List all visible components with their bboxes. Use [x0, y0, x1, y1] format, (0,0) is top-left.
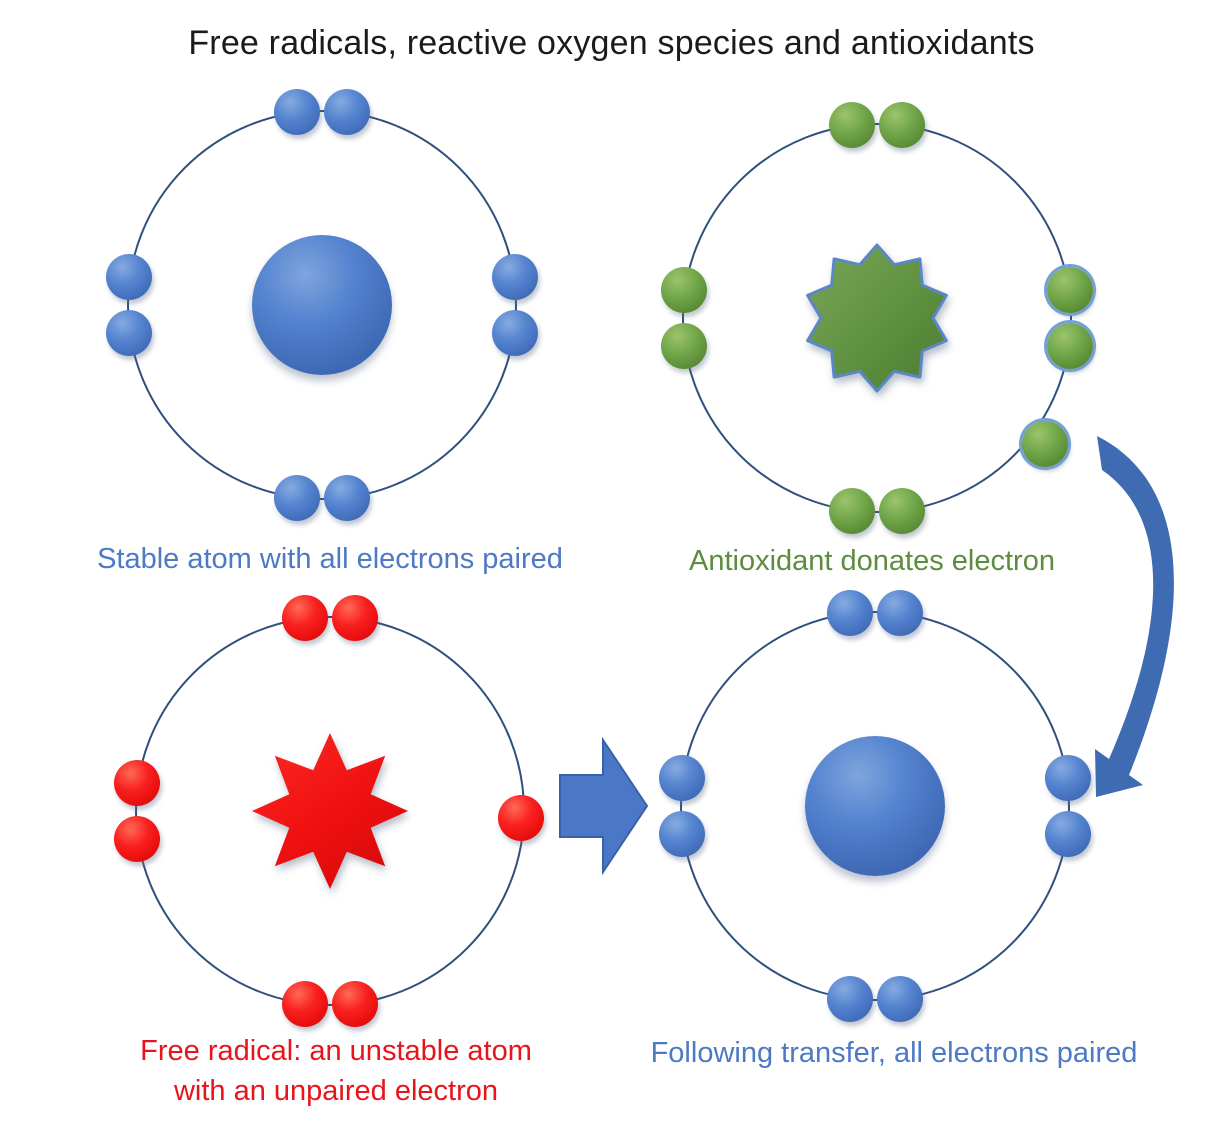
nucleus-circle — [252, 235, 392, 375]
electron — [274, 89, 320, 135]
electron — [492, 254, 538, 300]
electron — [324, 89, 370, 135]
electron — [282, 981, 328, 1027]
nucleus-star-8-point — [252, 733, 408, 889]
star-shape — [806, 243, 948, 393]
electron — [879, 488, 925, 534]
caption-after-transfer: Following transfer, all electrons paired — [650, 1037, 1138, 1069]
caption-antioxidant: Antioxidant donates electron — [689, 545, 1055, 577]
orbit-ring — [682, 123, 1072, 513]
caption-free-radical-line1: Free radical: an unstable atom — [140, 1035, 532, 1067]
electron — [1045, 755, 1091, 801]
electron — [106, 254, 152, 300]
electron — [114, 760, 160, 806]
electron — [332, 981, 378, 1027]
electron — [877, 976, 923, 1022]
electron — [282, 595, 328, 641]
electron — [827, 590, 873, 636]
electron — [332, 595, 378, 641]
electron — [324, 475, 370, 521]
electron — [827, 976, 873, 1022]
nucleus-star-10-point — [806, 243, 948, 393]
atom-antioxidant — [661, 102, 1093, 534]
electron — [1047, 267, 1093, 313]
atom-stable — [106, 89, 538, 521]
electron — [877, 590, 923, 636]
electron — [829, 488, 875, 534]
electron — [661, 267, 707, 313]
caption-stable-atom: Stable atom with all electrons paired — [97, 543, 563, 575]
electron — [829, 102, 875, 148]
electron — [1045, 811, 1091, 857]
arrow-shape — [559, 736, 649, 875]
electron — [106, 310, 152, 356]
star-shape — [252, 733, 408, 889]
arrow-shape — [1095, 436, 1174, 797]
electron — [1047, 323, 1093, 369]
unpaired-electron — [498, 795, 544, 841]
electron — [879, 102, 925, 148]
electron — [659, 755, 705, 801]
electron — [659, 811, 705, 857]
orbit-ring — [680, 611, 1070, 1001]
electron-transfer-curved-arrow-icon — [1095, 436, 1174, 797]
atom-free-radical — [114, 595, 544, 1027]
atom-after-transfer — [659, 590, 1091, 1022]
electron — [114, 816, 160, 862]
donated-electron — [1022, 421, 1068, 467]
caption-free-radical-line2: with an unpaired electron — [173, 1075, 499, 1107]
block-right-arrow-icon — [559, 736, 649, 875]
caption-free-radical: Free radical: an unstable atom with an u… — [86, 1031, 586, 1111]
electron — [492, 310, 538, 356]
nucleus-circle — [805, 736, 945, 876]
page-title: Free radicals, reactive oxygen species a… — [188, 24, 1035, 62]
orbit-ring — [127, 110, 517, 500]
electron — [274, 475, 320, 521]
electron — [661, 323, 707, 369]
